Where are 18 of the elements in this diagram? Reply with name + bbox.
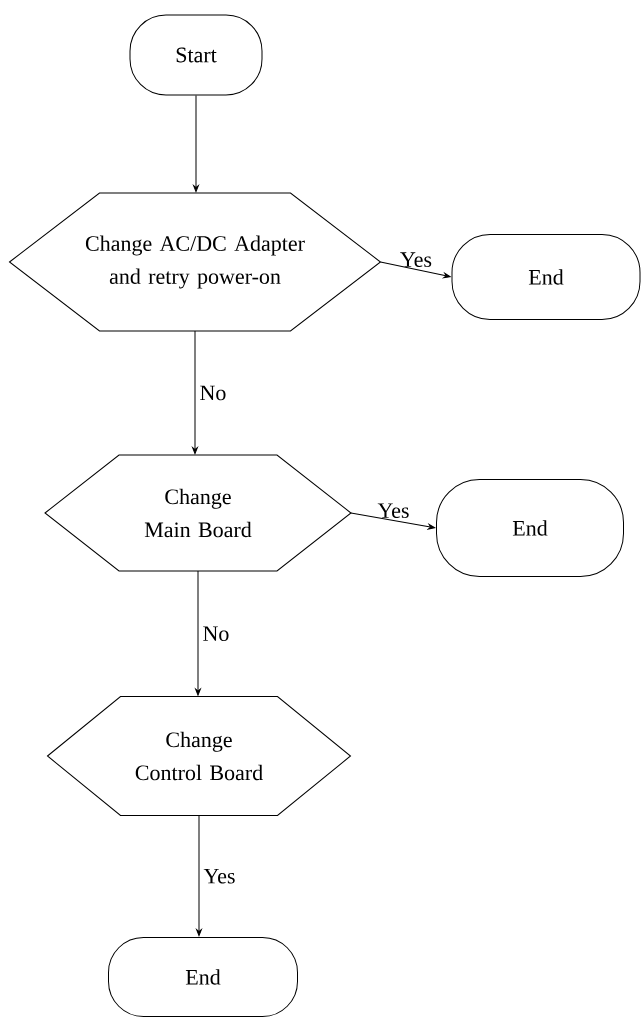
- edge-label: Yes: [377, 503, 409, 518]
- decision-hexagon: Change Control Board: [47, 696, 351, 816]
- terminal-box: Start: [129, 14, 263, 96]
- decision-hexagon: Change AC/DC Adapter and retry power-on: [9, 192, 381, 332]
- edge-label: No: [203, 626, 229, 642]
- arrow: [192, 330, 198, 455]
- edge-label: Yes: [203, 868, 235, 884]
- arrow: [380, 261, 451, 279]
- decision-hexagon: Change Main Board: [44, 454, 352, 572]
- edge-label: No: [200, 385, 226, 401]
- terminal-box: End: [108, 937, 298, 1017]
- arrow: [193, 95, 199, 193]
- edge-label: Yes: [400, 252, 432, 267]
- terminal-box: End: [451, 234, 641, 320]
- arrow: [350, 512, 436, 530]
- arrow: [195, 570, 201, 696]
- terminal-box: End: [436, 479, 624, 577]
- arrow: [196, 815, 202, 937]
